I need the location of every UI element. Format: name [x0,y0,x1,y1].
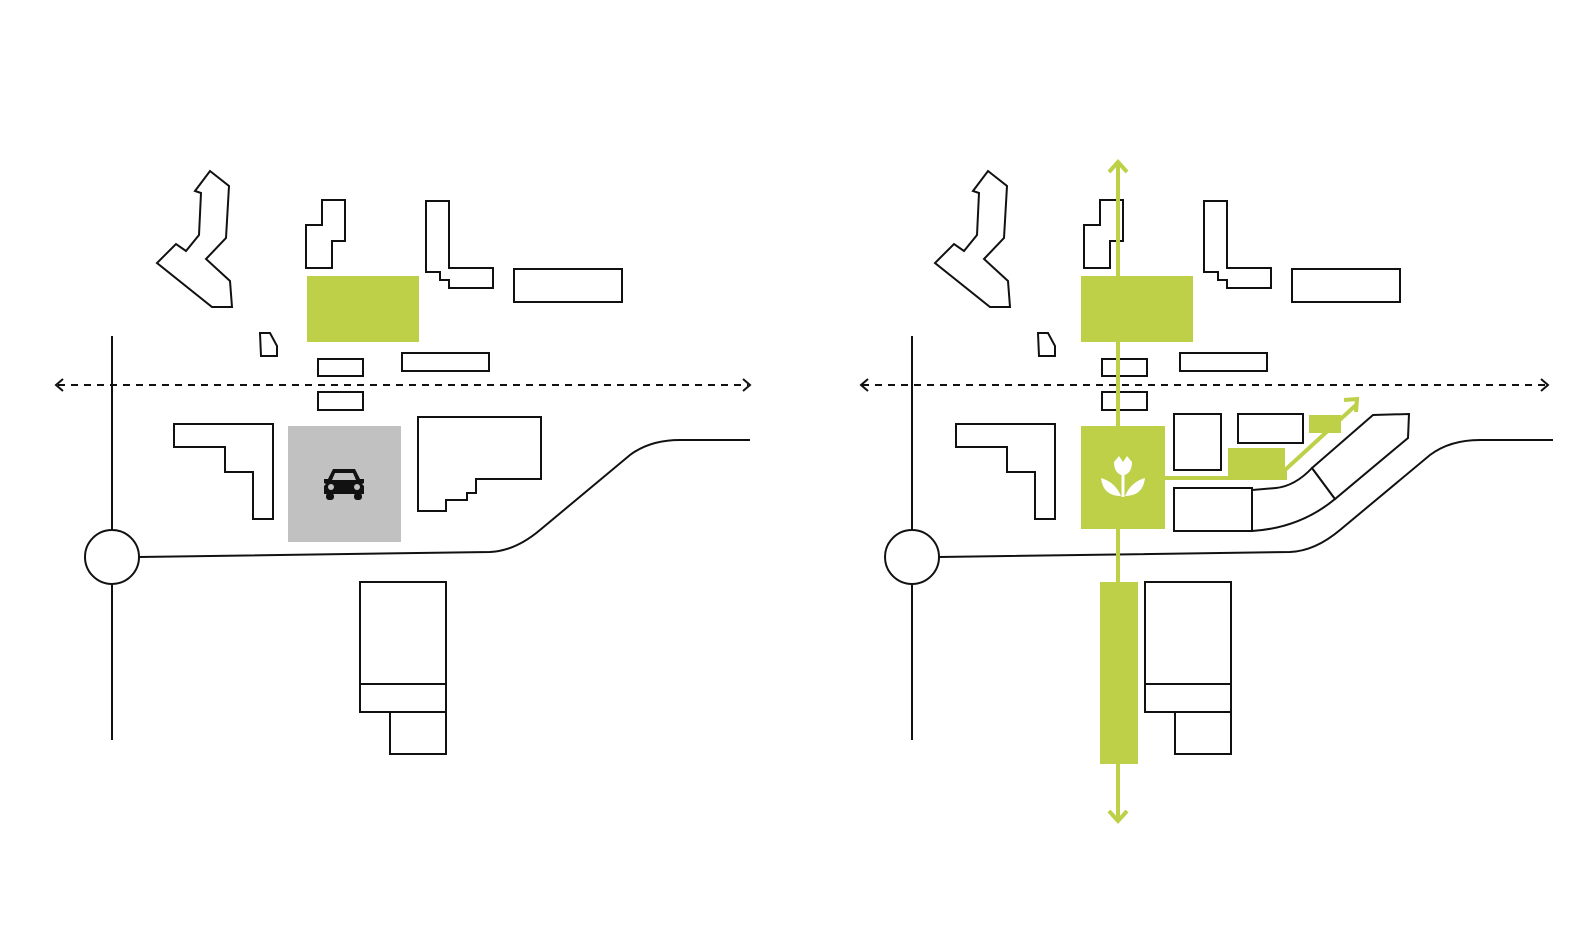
building-small-1 [1101,358,1148,377]
building-small-2 [1101,391,1148,411]
green-branch-path [1165,396,1360,480]
building-south-lower [389,711,447,755]
building-tiny [1036,332,1056,357]
building-south-mid [359,683,447,713]
arrow-left-icon [859,378,869,392]
roundabout [884,529,940,585]
building-zigzag [933,169,1012,308]
car-icon [324,469,364,500]
building-zigzag [155,169,234,308]
building-diagonal [1310,412,1411,501]
building-south-lower [1174,711,1232,755]
dashed-axis [54,378,752,392]
tulip-icon [1101,456,1145,497]
arrow-ne-icon [1343,396,1360,413]
building-new-2 [1237,413,1304,444]
green-block-north [1081,276,1193,342]
building-thin [1179,352,1268,372]
building-large-east [417,416,542,512]
existing-site-plan [54,169,752,755]
main-road [938,439,1553,558]
building-new-1 [1173,413,1222,471]
building-south [1144,581,1232,685]
building-l-west [955,423,1056,520]
dashed-axis [859,378,1550,392]
arrow-left-icon [54,378,64,392]
proposed-site-plan [859,159,1553,824]
building-south-mid [1144,683,1232,713]
main-road [138,439,750,558]
building-south [359,581,447,685]
building-small-l [1083,199,1124,269]
building-small-l [305,199,346,269]
arrow-right-icon [1540,378,1550,392]
building-rect-ne [1291,268,1401,303]
building-thin [401,352,490,372]
green-connector-block [1228,448,1285,478]
building-rect-ne [513,268,623,303]
green-block-north [307,276,419,342]
arrow-down-icon [1107,809,1129,824]
building-small-2 [317,391,364,411]
building-l [425,200,494,289]
building-new-3 [1173,487,1253,532]
arrow-right-icon [742,378,752,392]
arrow-up-icon [1107,159,1129,174]
roundabout [84,529,140,585]
building-l [1203,200,1272,289]
building-small-1 [317,358,364,377]
building-tiny [258,332,278,357]
building-l-west [173,423,274,520]
